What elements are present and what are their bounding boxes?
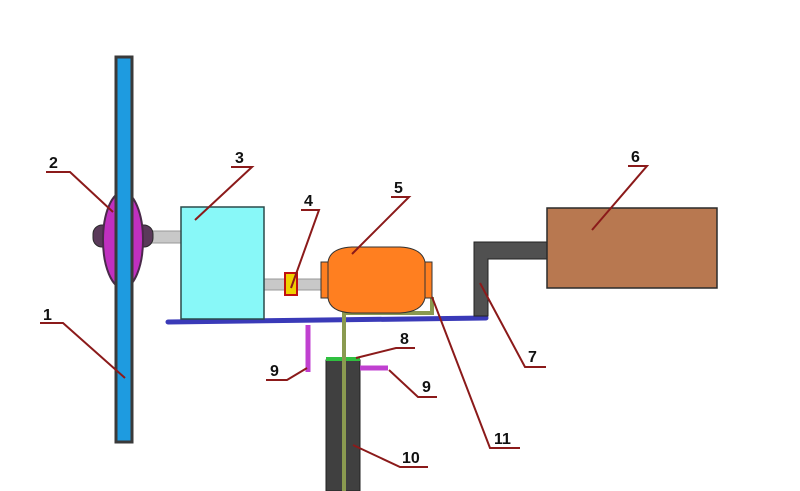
leader-line-6	[591, 165, 650, 231]
generator-5	[327, 246, 426, 314]
label-6: 6	[631, 149, 640, 166]
label-1: 1	[43, 307, 52, 324]
box-6	[546, 207, 718, 289]
platform	[165, 315, 489, 325]
leader-line-9b	[388, 369, 437, 398]
leader-line-9a	[266, 367, 308, 381]
gearbox-3	[180, 206, 265, 320]
label-4: 4	[304, 193, 313, 210]
label-5: 5	[394, 180, 403, 197]
label-8: 8	[400, 331, 409, 348]
label-7: 7	[528, 349, 537, 366]
label-3: 3	[235, 150, 244, 167]
leader-line-4	[290, 209, 321, 289]
leader-line-2	[46, 171, 114, 213]
leader-line-11	[431, 296, 520, 449]
leader-line-8	[355, 347, 415, 359]
bracket-7	[473, 241, 549, 317]
label-9b: 9	[422, 379, 431, 396]
label-11: 11	[494, 431, 511, 448]
generator-5-right-cap	[424, 261, 433, 299]
label-9a: 9	[270, 363, 279, 380]
label-10: 10	[402, 450, 420, 467]
leader-line-3	[194, 166, 255, 221]
label-2: 2	[49, 155, 58, 172]
generator-5-left-cap	[320, 261, 329, 299]
leader-line-7	[479, 282, 546, 368]
blade-1	[114, 55, 134, 444]
leader-line-10	[352, 444, 428, 468]
leader-line-1	[40, 322, 126, 379]
leader-line-5	[351, 196, 412, 255]
